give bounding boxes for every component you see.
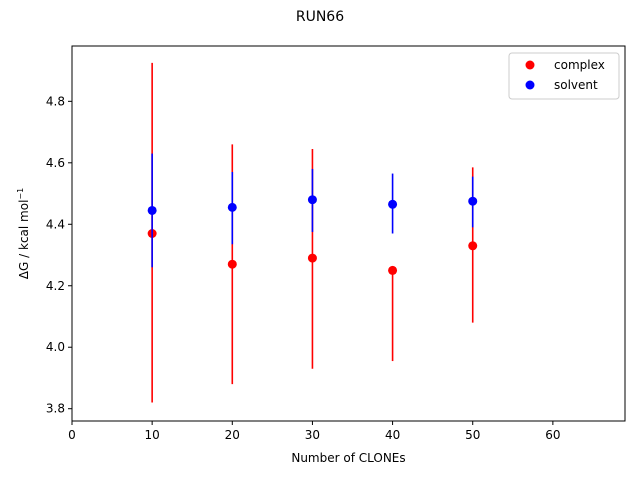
x-tick-label: 30 (305, 428, 320, 442)
x-tick-label: 0 (68, 428, 76, 442)
x-axis: 0 10 20 30 40 50 60 (68, 421, 561, 442)
complex-point (468, 241, 478, 251)
x-tick-label: 10 (145, 428, 160, 442)
y-axis-label: ΔG / kcal mol−1 (16, 188, 31, 279)
y-tick-label: 3.8 (46, 402, 65, 416)
y-tick-label: 4.6 (46, 156, 65, 170)
x-tick-label: 60 (545, 428, 560, 442)
y-axis-label-superscript: −1 (16, 188, 25, 200)
solvent-point (307, 195, 317, 205)
chart-title: RUN66 (296, 9, 344, 25)
y-axis-label-main: ΔG / kcal mol (17, 200, 31, 280)
complex-point (388, 265, 398, 275)
legend-label-complex: complex (554, 58, 605, 72)
x-tick-label: 20 (225, 428, 240, 442)
x-tick-label: 50 (465, 428, 480, 442)
solvent-point (227, 202, 237, 212)
series-complex (147, 62, 478, 403)
y-tick-label: 4.2 (46, 279, 65, 293)
x-axis-label: Number of CLONEs (291, 451, 405, 465)
y-tick-label: 4.4 (46, 217, 65, 231)
plot-area (147, 62, 478, 403)
legend: complex solvent (508, 52, 620, 100)
solvent-point (388, 199, 398, 209)
solvent-point (147, 205, 157, 215)
complex-point (227, 259, 237, 269)
solvent-point (468, 196, 478, 206)
legend-label-solvent: solvent (554, 78, 598, 92)
series-solvent (147, 153, 478, 268)
legend-marker-complex (525, 60, 535, 70)
axes-frame (71, 45, 626, 422)
complex-point (307, 253, 317, 263)
legend-frame (508, 52, 620, 100)
legend-marker-solvent (525, 80, 535, 90)
x-tick-label: 40 (385, 428, 400, 442)
y-axis: 3.8 4.0 4.2 4.4 4.6 4.8 (46, 94, 72, 416)
y-tick-label: 4.0 (46, 340, 65, 354)
y-tick-label: 4.8 (46, 94, 65, 108)
